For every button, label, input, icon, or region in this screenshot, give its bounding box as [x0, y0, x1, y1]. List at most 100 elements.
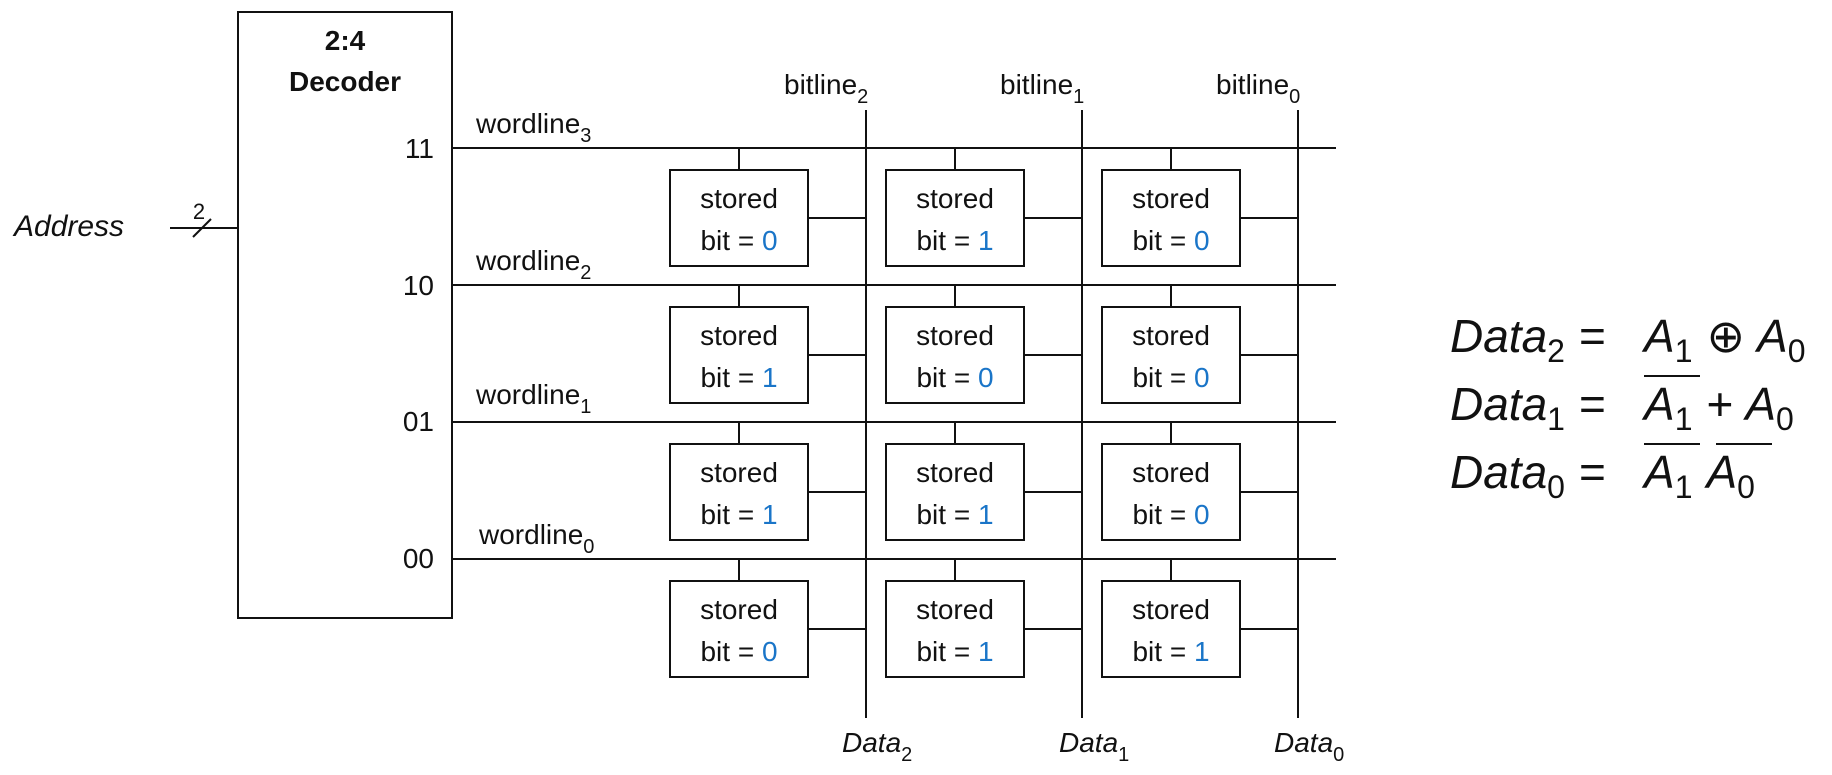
address-bus-slash	[192, 218, 212, 238]
memory-cell: stored bit = 1	[885, 559, 1082, 678]
memory-cell-box	[1101, 443, 1241, 541]
cell-bit-value: 0	[762, 225, 778, 256]
cell-bit-prefix: bit =	[916, 499, 977, 530]
decoder-output-00: 00	[403, 543, 434, 574]
cell-bit-value: 0	[1194, 362, 1210, 393]
memory-cell: stored bit = 0	[669, 559, 866, 678]
memory-cell: stored bit = 0	[1101, 148, 1298, 267]
cell-bit-prefix: bit =	[700, 225, 761, 256]
decoder-output-11: 11	[405, 133, 434, 164]
cell-stored-label: stored	[916, 320, 994, 351]
decoder-box	[237, 11, 453, 619]
cell-bit-value: 1	[762, 362, 778, 393]
cell-bit-value: 0	[978, 362, 994, 393]
equation-data1: Data1=	[1450, 378, 1606, 437]
cell-stored-label: stored	[700, 457, 778, 488]
memory-cell: stored bit = 0	[1101, 422, 1298, 541]
cell-bit-prefix: bit =	[700, 362, 761, 393]
cell-bit-value: 1	[762, 499, 778, 530]
cell-stored-label: stored	[1132, 320, 1210, 351]
cell-bit-prefix: bit =	[916, 362, 977, 393]
cell-bit-label: bit = 1	[916, 636, 993, 667]
memory-cell-box	[1101, 169, 1241, 267]
cell-bit-label: bit = 1	[1132, 636, 1209, 667]
wordline-3-label: wordline3	[475, 108, 591, 147]
cell-stored-label: stored	[700, 320, 778, 351]
cell-bit-prefix: bit =	[1132, 499, 1193, 530]
memory-cell-box	[1101, 580, 1241, 678]
cell-bit-label: bit = 0	[1132, 362, 1209, 393]
cell-bit-label: bit = 0	[700, 225, 777, 256]
memory-cell: stored bit = 1	[669, 422, 866, 541]
cell-bit-value: 0	[1194, 225, 1210, 256]
cell-bit-prefix: bit =	[700, 636, 761, 667]
cell-bit-label: bit = 1	[700, 499, 777, 530]
cell-bit-label: bit = 1	[916, 225, 993, 256]
cell-bit-prefix: bit =	[916, 636, 977, 667]
wordline-1-label: wordline1	[475, 379, 591, 418]
cell-bit-prefix: bit =	[916, 225, 977, 256]
decoder-output-01: 01	[403, 406, 434, 437]
bitline-1-label: bitline1	[1000, 69, 1084, 108]
cell-bit-prefix: bit =	[700, 499, 761, 530]
cell-bit-label: bit = 0	[700, 636, 777, 667]
memory-cell-box	[669, 306, 809, 404]
decoder-output-10: 10	[403, 270, 434, 301]
memory-cell-box	[885, 580, 1025, 678]
wordline-0-label: wordline0	[478, 519, 594, 558]
decoder-title-line1: 2:4	[325, 25, 366, 56]
memory-cell: stored bit = 0	[1101, 285, 1298, 404]
address-label: Address	[12, 210, 124, 243]
cell-bit-prefix: bit =	[1132, 225, 1193, 256]
cell-bit-value: 1	[1194, 636, 1210, 667]
cell-bit-prefix: bit =	[1132, 362, 1193, 393]
bitline-0-label: bitline0	[1216, 69, 1300, 108]
address-bus-width: 2	[193, 199, 205, 224]
cell-bit-value: 0	[1194, 499, 1210, 530]
memory-cell: stored bit = 1	[885, 148, 1082, 267]
cell-stored-label: stored	[916, 183, 994, 214]
cell-stored-label: stored	[916, 457, 994, 488]
memory-cell-box	[669, 169, 809, 267]
cell-bit-label: bit = 0	[1132, 225, 1209, 256]
cell-bit-value: 1	[978, 499, 994, 530]
equation-data1-rhs: A1+A0	[1641, 378, 1794, 437]
bitline-2-label: bitline2	[784, 69, 868, 108]
cell-stored-label: stored	[700, 594, 778, 625]
cell-stored-label: stored	[1132, 457, 1210, 488]
memory-cell-box	[885, 306, 1025, 404]
memory-cell: stored bit = 1	[1101, 559, 1298, 678]
memory-cell: stored bit = 0	[669, 148, 866, 267]
memory-cell: stored bit = 1	[669, 285, 866, 404]
memory-cell: stored bit = 0	[885, 285, 1082, 404]
cell-bit-label: bit = 1	[700, 362, 777, 393]
memory-cell-box	[885, 169, 1025, 267]
equation-data2-rhs: A1⊕A0	[1641, 310, 1806, 369]
data-2-label: Data2	[842, 727, 912, 766]
cell-stored-label: stored	[1132, 183, 1210, 214]
cell-bit-value: 0	[762, 636, 778, 667]
decoder-title-line2: Decoder	[289, 66, 401, 97]
cell-stored-label: stored	[700, 183, 778, 214]
memory-cell-box	[885, 443, 1025, 541]
cell-bit-value: 1	[978, 636, 994, 667]
equation-data2: Data2=	[1450, 310, 1606, 369]
cell-bit-value: 1	[978, 225, 994, 256]
data-1-label: Data1	[1059, 727, 1129, 766]
cell-stored-label: stored	[916, 594, 994, 625]
cell-stored-label: stored	[1132, 594, 1210, 625]
memory-cell: stored bit = 1	[885, 422, 1082, 541]
cell-bit-label: bit = 0	[1132, 499, 1209, 530]
memory-cell-box	[669, 443, 809, 541]
memory-cell-box	[1101, 306, 1241, 404]
data-0-label: Data0	[1274, 727, 1344, 766]
memory-cell-box	[669, 580, 809, 678]
equation-data0: Data0=	[1450, 446, 1606, 505]
cell-bit-prefix: bit =	[1132, 636, 1193, 667]
cell-bit-label: bit = 0	[916, 362, 993, 393]
wordline-2-label: wordline2	[475, 245, 591, 284]
